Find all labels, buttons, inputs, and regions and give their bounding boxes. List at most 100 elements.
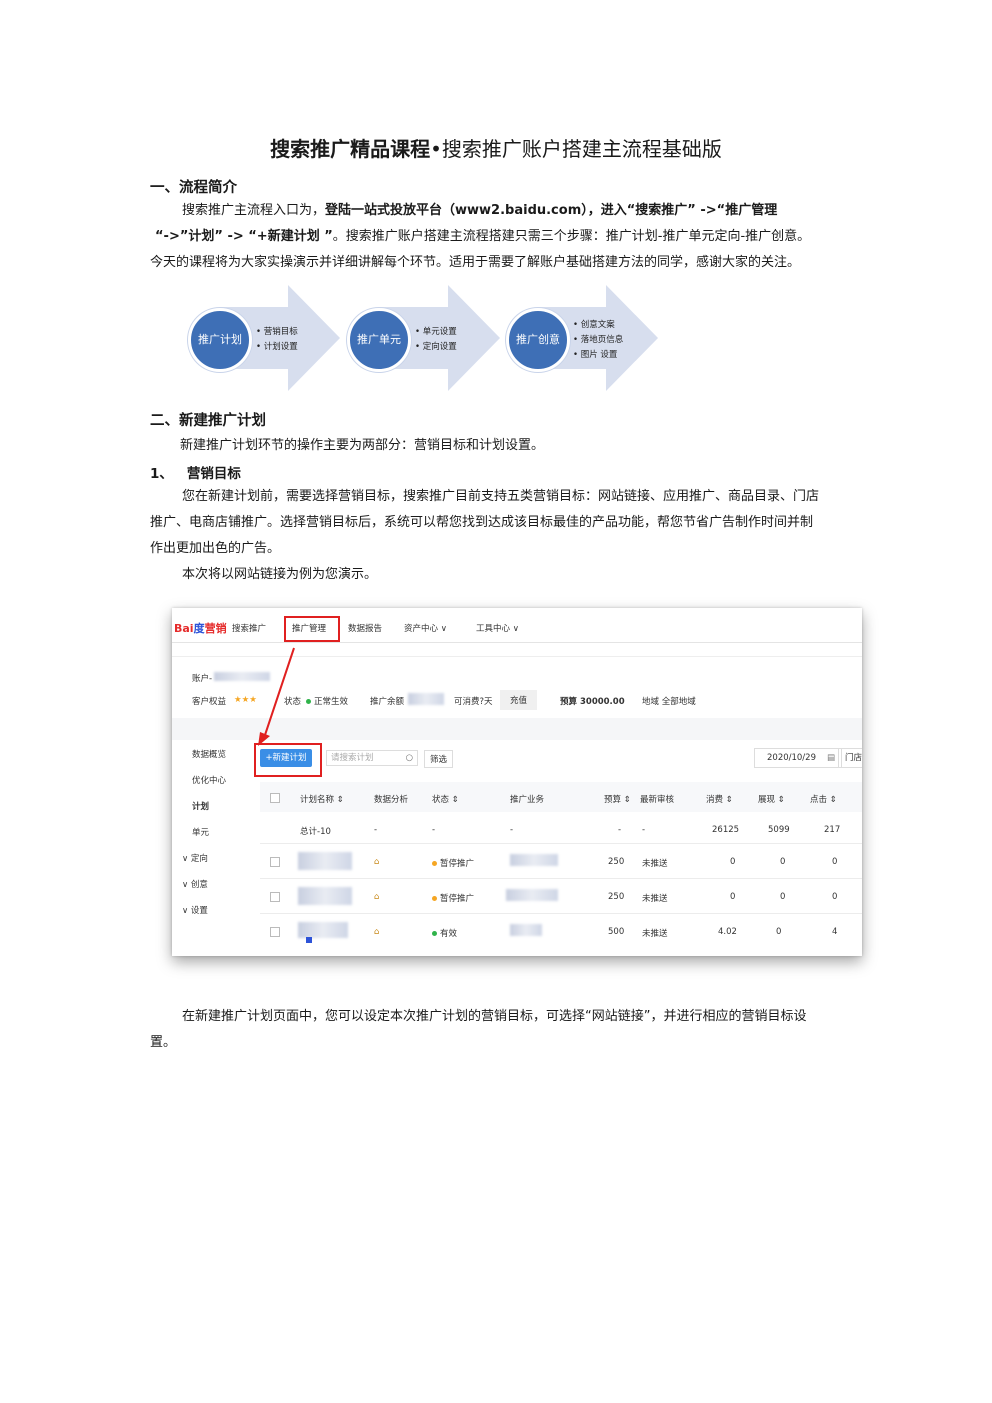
balance-label: 推广余额	[370, 697, 405, 707]
sidebar-item-unit[interactable]: 单元	[192, 828, 210, 838]
status-dot-icon	[306, 699, 311, 704]
region: 地域 全部地域	[642, 695, 696, 707]
logo-text: 营销	[204, 622, 227, 635]
column-header[interactable]: 数据分析	[374, 795, 409, 805]
nav-item-search-promo[interactable]: 搜索推广	[232, 624, 267, 634]
column-header[interactable]: 预算 ⇕	[604, 795, 631, 805]
column-header[interactable]: 最新审核	[640, 795, 675, 805]
section-heading-new-plan: 二、新建推广计划	[150, 413, 266, 429]
column-header[interactable]: 推广业务	[510, 795, 545, 805]
row-checkbox[interactable]	[270, 857, 280, 867]
budget: 预算 30000.00	[560, 695, 625, 707]
budget-label: 预算	[560, 697, 578, 707]
nav-item-asset-center[interactable]: 资产中心 ∨	[404, 624, 447, 634]
flow-step-circle: 推广单元	[347, 308, 411, 372]
total-clicks: 217	[824, 825, 841, 835]
table-row-status: 有效	[432, 927, 457, 939]
table-cell: 未推送	[642, 929, 668, 939]
sidebar-item-optimization[interactable]: 优化中心	[192, 776, 227, 786]
table-cell: 250	[608, 892, 625, 902]
divider	[260, 913, 862, 914]
logo-text: Bai	[174, 622, 194, 635]
highlight-box-promo-management	[284, 616, 340, 642]
table-cell: 0	[776, 927, 782, 937]
recharge-button[interactable]: 充值	[500, 690, 538, 710]
flow-item: • 计划设置	[256, 342, 298, 352]
paragraph-line: 作出更加出色的广告。	[150, 541, 281, 556]
table-cell: 0	[780, 857, 786, 867]
column-header[interactable]: 状态 ⇕	[432, 795, 459, 805]
analysis-icon[interactable]: ⌂	[374, 927, 380, 937]
status-dot-icon	[432, 931, 437, 936]
table-cell: 0	[780, 892, 786, 902]
blurred-business	[506, 889, 558, 901]
account-label: 账户-	[192, 674, 213, 684]
total-cost: 26125	[712, 825, 740, 835]
section-heading-intro: 一、流程简介	[150, 180, 237, 196]
new-plan-button[interactable]: +新建计划	[260, 749, 312, 767]
nav-item-tool-center[interactable]: 工具中心 ∨	[476, 624, 519, 634]
store-tab[interactable]: 门店	[838, 748, 862, 768]
search-icon[interactable]: ○	[405, 753, 413, 763]
paragraph-line: 新建推广计划环节的操作主要为两部分：营销目标和计划设置。	[180, 438, 545, 453]
text: 搜索推广主流程入口为，	[182, 203, 326, 218]
status-label: 状态	[284, 697, 302, 707]
sidebar-item-creative[interactable]: ∨ 创意	[182, 880, 208, 890]
column-header[interactable]: 展现 ⇕	[758, 795, 785, 805]
plan-search-input[interactable]: 请搜索计划○	[326, 750, 418, 766]
date-value: 2020/10/29	[767, 753, 816, 763]
table-cell: -	[510, 825, 514, 835]
analysis-icon[interactable]: ⌂	[374, 892, 380, 902]
table-cell: 4.02	[718, 927, 737, 937]
flow-arrow	[380, 285, 500, 391]
flow-step-items: • 单元设置 • 定向设置	[415, 325, 457, 355]
table-cell: 0	[730, 857, 736, 867]
spacer-band	[172, 718, 862, 740]
flow-step-items: • 创意文案 • 落地页信息 • 图片 设置	[573, 318, 623, 363]
flow-diagram: 推广计划 • 营销目标 • 计划设置 推广单元 • 单元设置 • 定向设置 推广…	[180, 282, 670, 397]
column-header[interactable]: 计划名称 ⇕	[300, 795, 344, 805]
flow-item: • 营销目标	[256, 327, 298, 337]
select-all-checkbox[interactable]	[270, 793, 280, 803]
sidebar-item-settings[interactable]: ∨ 设置	[182, 906, 208, 916]
table-cell: 0	[832, 892, 838, 902]
sidebar-item-targeting[interactable]: ∨ 定向	[182, 854, 208, 864]
divider	[260, 843, 862, 844]
total-impressions: 5099	[768, 825, 790, 835]
flow-step-circle: 推广创意	[506, 308, 570, 372]
subsection-heading: 1、营销目标	[150, 462, 241, 482]
analysis-icon[interactable]: ⌂	[374, 857, 380, 867]
status-text: 暂停推广	[440, 894, 475, 904]
subsection-title: 营销目标	[186, 466, 241, 482]
status-text: 正常生效	[314, 697, 349, 707]
blurred-plan-name	[298, 922, 348, 938]
status-dot-icon	[432, 861, 437, 866]
paragraph-line: 在新建推广计划页面中，您可以设定本次推广计划的营销目标，可选择“网站链接”，并进…	[182, 1009, 807, 1024]
flow-step-items: • 营销目标 • 计划设置	[256, 325, 298, 355]
blurred-plan-name	[298, 887, 352, 905]
status-text: 暂停推广	[440, 859, 475, 869]
red-arrow-icon	[258, 647, 295, 746]
sidebar-item-plan[interactable]: 计划	[192, 802, 210, 812]
table-header	[260, 782, 862, 812]
divider	[260, 878, 862, 879]
flow-item: • 图片 设置	[573, 350, 618, 360]
row-checkbox[interactable]	[270, 927, 280, 937]
table-row-status: 暂停推广	[432, 857, 474, 869]
nav-item-data-report[interactable]: 数据报告	[348, 624, 383, 634]
table-cell: 未推送	[642, 894, 668, 904]
baidu-logo: Bai度营销	[174, 620, 227, 636]
column-header[interactable]: 点击 ⇕	[810, 795, 837, 805]
page-title: 搜索推广精品课程•搜索推广账户搭建主流程基础版	[0, 133, 992, 162]
column-header[interactable]: 消费 ⇕	[706, 795, 733, 805]
date-picker[interactable]: 2020/10/29▤	[754, 748, 842, 768]
nav-item-promo-management[interactable]: 推广管理	[292, 624, 327, 634]
sidebar-item-overview[interactable]: 数据概览	[192, 750, 227, 760]
paragraph-line: 推广、电商店铺推广。选择营销目标后，系统可以帮您找到达成该目标最佳的产品功能，帮…	[150, 515, 814, 530]
blurred-account-name	[214, 672, 270, 681]
bold-text: 登陆一站式投放平台（www2.baidu.com），进入“搜索推广” ->“推广…	[325, 203, 778, 218]
row-checkbox[interactable]	[270, 892, 280, 902]
embedded-screenshot: Bai度营销 搜索推广 推广管理 数据报告 资产中心 ∨ 工具中心 ∨ 账户- …	[172, 608, 862, 956]
flow-item: • 落地页信息	[573, 335, 624, 345]
filter-button[interactable]: 筛选	[424, 750, 454, 768]
